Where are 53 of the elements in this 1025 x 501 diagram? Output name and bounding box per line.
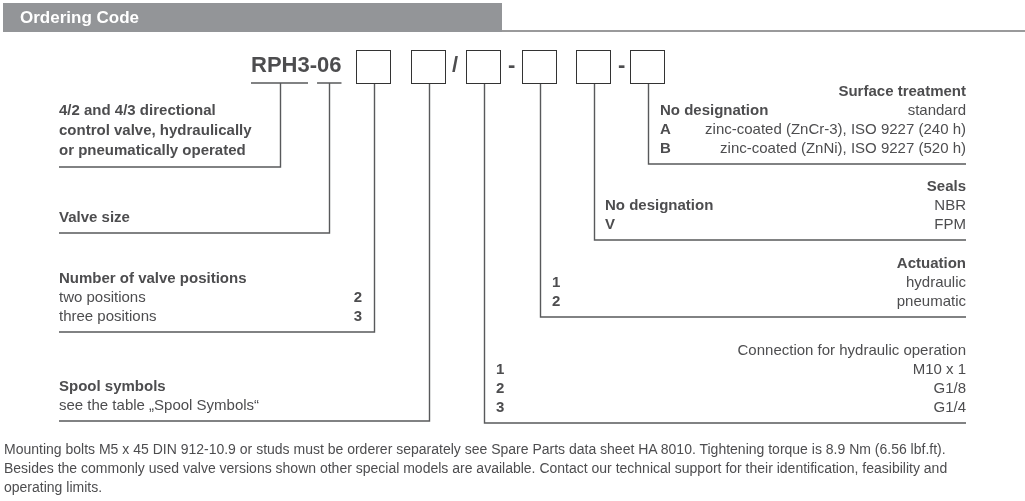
section-heading: Valve size	[59, 208, 130, 225]
leader-line	[58, 83, 431, 422]
option-code: B	[660, 138, 671, 157]
option-code: 2	[496, 378, 505, 397]
option-description: two positions	[59, 287, 146, 306]
leader-line	[593, 83, 967, 241]
option-code: No designation	[660, 100, 769, 119]
type-designation: RPH3-06	[251, 51, 342, 83]
option-code: 3	[353, 306, 362, 325]
code-field	[630, 50, 665, 84]
option-description: hydraulic	[905, 272, 966, 291]
section-heading: Actuation	[896, 254, 966, 271]
option-code: 2	[353, 287, 362, 306]
section-heading: Seals	[926, 177, 966, 194]
option-description: three positions	[59, 306, 157, 325]
leader-line	[58, 83, 376, 333]
code-field	[356, 50, 391, 84]
option-description: pneumatic	[896, 291, 966, 310]
option-code: No designation	[605, 195, 714, 214]
option-code: 3	[496, 397, 505, 416]
option-description: NBR	[934, 195, 966, 214]
code-field	[411, 50, 446, 84]
option-description: FPM	[934, 214, 966, 233]
option-description: zinc-coated (ZnNi), ISO 9227 (520 h)	[720, 138, 966, 157]
option-code: 2	[552, 291, 561, 310]
code-field	[466, 50, 501, 84]
option-description: standard	[907, 100, 966, 119]
footnote-text: Mounting bolts M5 x 45 DIN 912-10.9 or studs must be orderer separately see Spare Parts data sheet HA 8010. Tightening torque is 8.9 Nm (6.56 lbf.ft). Besides the commonly used valve versions shown other special models are available. Contact our technical support for their identification, feasibility and operating limits.	[4, 440, 949, 497]
note-text: see the table „Spool Symbols“	[59, 396, 260, 413]
option-code: 1	[552, 272, 561, 291]
leader-line	[58, 82, 309, 168]
leader-line	[483, 83, 967, 424]
section-title: Ordering Code	[3, 3, 502, 32]
section-heading: Connection for hydraulic operation	[737, 341, 966, 358]
leader-line	[58, 82, 343, 234]
code-field	[576, 50, 611, 84]
leader-line	[539, 83, 967, 318]
option-code: V	[605, 214, 615, 233]
option-code: A	[660, 119, 671, 138]
section-heading: Spool symbols	[59, 377, 166, 394]
leader-line	[647, 83, 967, 165]
section-heading: Surface treatment	[838, 82, 966, 99]
option-description: G1/8	[933, 378, 966, 397]
separator: /	[452, 51, 459, 79]
section-heading: Number of valve positions	[59, 269, 247, 286]
code-field	[522, 50, 557, 84]
section-heading: 4/2 and 4/3 directional control valve, hydraulically or pneumatically operated	[59, 100, 253, 160]
option-description: M10 x 1	[912, 359, 966, 378]
separator: -	[618, 51, 626, 79]
option-description: G1/4	[933, 397, 966, 416]
separator: -	[508, 51, 516, 79]
option-description: zinc-coated (ZnCr-3), ISO 9227 (240 h)	[705, 119, 966, 138]
option-code: 1	[496, 359, 505, 378]
